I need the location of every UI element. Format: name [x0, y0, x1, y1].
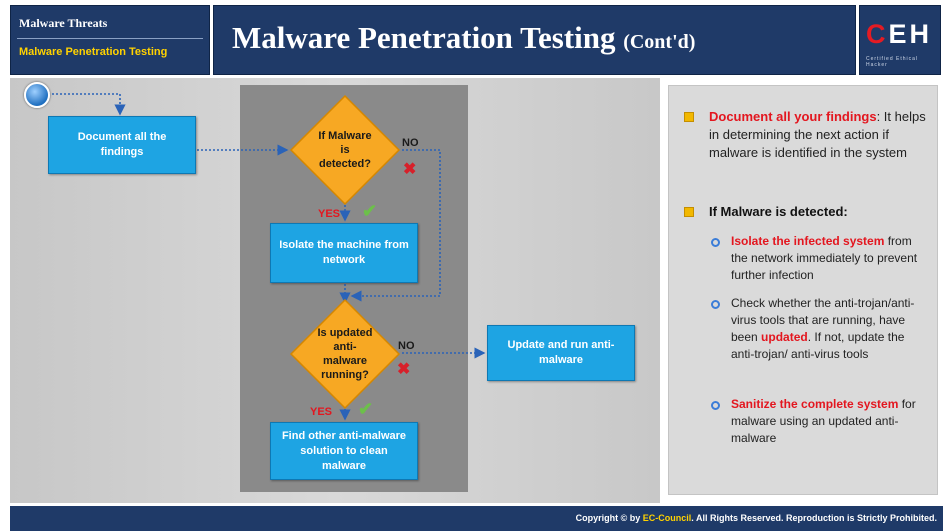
decision2-diamond-shape: [289, 298, 401, 410]
decision1-diamond-shape: [289, 94, 401, 206]
section-divider: [17, 38, 203, 39]
circle-bullet-icon: [711, 300, 720, 309]
find-other-solution-box: Find other anti-malware solution to clea…: [270, 422, 418, 480]
ceh-logo: CEH Certified Ethical Hacker: [859, 5, 941, 75]
decision2-no-label: NO: [398, 340, 415, 352]
cross-icon: ✖: [397, 361, 411, 378]
note-check-tools-updated: updated: [761, 330, 808, 344]
section-title: Malware Threats: [19, 16, 108, 30]
slide-title: Malware Penetration Testing (Cont'd): [232, 20, 695, 56]
slide-header: Malware Threats Malware Penetration Test…: [0, 0, 943, 78]
note-isolate-system-lead: Isolate the infected system: [731, 234, 885, 248]
copyright-text: Copyright © by EC-Council. All Rights Re…: [576, 513, 937, 523]
decision1-no-label: NO: [402, 137, 419, 149]
note-check-tools: Check whether the anti-trojan/anti-virus…: [731, 295, 931, 363]
copyright-post: . All Rights Reserved. Reproduction is S…: [691, 513, 937, 523]
copyright-pre: Copyright © by: [575, 513, 643, 523]
square-bullet-icon: [684, 112, 694, 122]
note-check-tools-post: . If not, update the anti-trojan/ anti-v…: [731, 330, 905, 361]
note-if-malware-detected: If Malware is detected:: [709, 204, 848, 219]
note-sanitize-system: Sanitize the complete system for malware…: [731, 396, 931, 447]
cross-icon: ✖: [403, 161, 417, 178]
note-check-tools-pre: Check whether the anti-trojan/anti-virus…: [731, 296, 915, 344]
note-isolate-system-rest: from the network immediately to prevent …: [731, 234, 918, 282]
isolate-machine-box: Isolate the machine from network: [270, 223, 418, 283]
check-icon: ✔: [358, 399, 374, 419]
logo-letters: CEH: [866, 19, 932, 50]
copyright-brand: EC-Council: [642, 513, 692, 523]
slide-title-main: Malware Penetration Testing: [232, 20, 616, 55]
slide-footer: Copyright © by EC-Council. All Rights Re…: [10, 506, 943, 531]
circle-bullet-icon: [711, 401, 720, 410]
section-subtitle: Malware Penetration Testing: [19, 46, 168, 58]
logo-tagline: Certified Ethical Hacker: [866, 56, 919, 68]
title-panel: Malware Penetration Testing (Cont'd): [213, 5, 856, 75]
section-panel: Malware Threats Malware Penetration Test…: [10, 5, 210, 75]
decision-antimalware-running: Is updated anti-malware running?: [289, 298, 401, 410]
decision2-yes-label: YES: [310, 406, 333, 418]
logo-eh: EH: [888, 19, 933, 49]
update-antimalware-box: Update and run anti-malware: [487, 325, 635, 381]
logo-c: C: [866, 19, 889, 49]
note-document-findings: Document all your findings: It helps in …: [709, 108, 929, 162]
document-findings-box: Document all the findings: [48, 116, 196, 174]
note-document-findings-rest: : It helps in determining the next actio…: [709, 109, 926, 160]
circle-bullet-icon: [711, 238, 720, 247]
decision1-yes-label: YES: [318, 208, 341, 220]
decision-malware-detected: If Malware is detected?: [289, 94, 401, 206]
start-circle-icon: [24, 82, 50, 108]
note-sanitize-system-lead: Sanitize the complete system: [731, 397, 899, 411]
note-isolate-system: Isolate the infected system from the net…: [731, 233, 931, 284]
square-bullet-icon: [684, 207, 694, 217]
decision2-label: Is updated anti-malware running?: [317, 327, 373, 381]
notes-panel: Document all your findings: It helps in …: [668, 85, 938, 495]
decision1-label: If Malware is detected?: [318, 130, 372, 170]
check-icon: ✔: [362, 201, 378, 221]
note-document-findings-lead: Document all your findings: [709, 109, 877, 124]
slide-title-suffix: (Cont'd): [623, 31, 696, 53]
note-sanitize-system-rest: for malware using an updated anti-malwar…: [731, 397, 916, 445]
